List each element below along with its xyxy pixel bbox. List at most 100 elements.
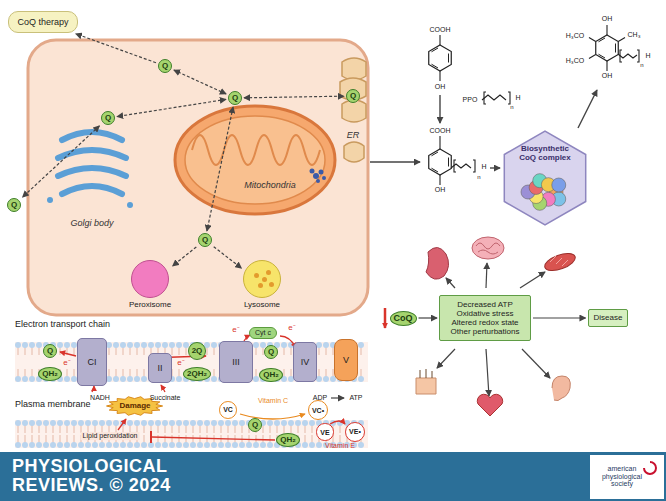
chemical-structures — [429, 25, 639, 185]
label-text: H₃CO — [566, 32, 584, 40]
atp-synthase: V — [334, 339, 358, 381]
vitamin-c-radical: VC• — [308, 400, 328, 420]
label-text: Electron transport chain — [15, 320, 110, 330]
label-text: PPO — [463, 96, 478, 104]
footer-band — [0, 452, 666, 501]
node-text: Cyt c — [255, 329, 271, 337]
effects-box: Decreased ATP Oxidative stress Altered r… — [439, 295, 531, 342]
label-text: H — [515, 94, 520, 102]
connector — [117, 99, 226, 116]
node-text: CoQ — [394, 314, 413, 323]
connector — [174, 70, 226, 94]
node-text: Biosynthetic CoQ complex — [514, 144, 576, 162]
vesicle-dot — [254, 273, 259, 278]
label-text: e⁻ — [288, 324, 295, 333]
antioxidant-arrows — [118, 414, 345, 443]
complex-box: III — [219, 341, 253, 383]
node-text: IV — [301, 357, 310, 367]
label-text: ADP — [313, 394, 327, 402]
node-text: VC• — [312, 407, 324, 414]
coq-molecule: 2Q — [188, 342, 207, 361]
label-text: H₃CO — [566, 57, 584, 65]
node-text: Disease — [594, 313, 623, 322]
organ-arrows — [437, 263, 550, 396]
coq-molecule: Q — [101, 111, 115, 125]
label-text: COOH — [430, 26, 451, 34]
disease-box: Disease — [588, 309, 629, 326]
label-text: ER — [347, 131, 360, 141]
coq-molecule: QH₂ — [38, 367, 62, 381]
mitochondrion — [175, 106, 335, 214]
complex-box: CI — [77, 338, 107, 386]
node-text: CoQ therapy — [17, 17, 68, 27]
node-text: Lysosome — [244, 300, 280, 309]
label-text: Vitamin C — [258, 397, 288, 405]
node-text: QH₂ — [263, 371, 279, 379]
complex-box: IV — [293, 342, 317, 382]
node-text: VC — [223, 406, 233, 413]
label-text: e⁻ — [63, 359, 70, 368]
cell — [28, 40, 368, 315]
coq-molecule: Q — [228, 91, 242, 105]
label-text: n — [640, 62, 643, 69]
label-text: american physiological society — [596, 465, 648, 488]
decrease-arrow — [384, 308, 387, 328]
connector — [214, 247, 242, 268]
label-text: H — [481, 163, 486, 171]
vesicle-dot — [266, 270, 271, 275]
node-text: II — [157, 363, 162, 373]
label-text: Mitochondria — [244, 181, 296, 191]
complex-box: II — [148, 353, 172, 383]
vitamin-e-radical: VE• — [345, 422, 365, 442]
label-text: n — [477, 174, 480, 181]
cytochrome-c: Cyt c — [249, 327, 277, 339]
vitamin-e: VE — [316, 423, 333, 440]
coq-molecule: Q — [198, 233, 212, 247]
connector — [23, 126, 100, 197]
node-text: Damage — [119, 402, 150, 410]
coq-molecule: Q — [7, 198, 21, 212]
label-text: NADH — [90, 394, 110, 402]
vitamin-c: VC — [219, 401, 237, 419]
node-text: CI — [88, 357, 97, 367]
coq-molecule: Q — [248, 418, 262, 432]
label-text: H — [645, 52, 650, 60]
node-text: Q — [202, 236, 208, 244]
label-text: OH — [602, 72, 613, 80]
node-text: VE• — [349, 428, 361, 435]
coq-molecule: Q — [346, 89, 360, 103]
lysosome: Lysosome — [243, 260, 281, 309]
node-text: 2QH₂ — [187, 370, 207, 378]
coq-molecule: 2QH₂ — [183, 367, 211, 381]
electron-arrows — [60, 335, 296, 392]
organelle-circle — [243, 260, 281, 298]
therapy-box: CoQ therapy — [8, 11, 77, 33]
connector — [419, 317, 438, 318]
label-text: PHYSIOLOGICAL REVIEWS. © 2024 — [12, 457, 212, 495]
node-text: QH₂ — [42, 370, 58, 378]
node-text: Q — [47, 347, 53, 355]
label-text: OH — [602, 15, 613, 23]
node-text: III — [232, 357, 240, 367]
node-text: Q — [252, 421, 258, 429]
coq-molecule: Q — [158, 59, 172, 73]
vesicle-dot — [262, 277, 267, 282]
label-text: OH — [435, 83, 446, 91]
organelle-circle — [131, 260, 169, 298]
label-text: Plasma membrane — [15, 400, 91, 410]
logo-mark — [644, 462, 656, 474]
connector — [207, 107, 233, 231]
label-text: ATP — [349, 394, 362, 402]
er — [340, 58, 366, 162]
organs — [416, 237, 577, 416]
vesicle-dot — [269, 282, 274, 287]
golgi — [47, 132, 133, 208]
node-text: Q — [11, 201, 17, 209]
node-text: Q — [105, 114, 111, 122]
peroxisome: Peroxisome — [129, 260, 171, 309]
label-text: Succinate — [150, 394, 181, 402]
node-text: Decreased ATP Oxidative stress Altered r… — [443, 300, 527, 337]
label-text: OH — [435, 186, 446, 194]
label-text: Vitamin E — [325, 442, 355, 450]
